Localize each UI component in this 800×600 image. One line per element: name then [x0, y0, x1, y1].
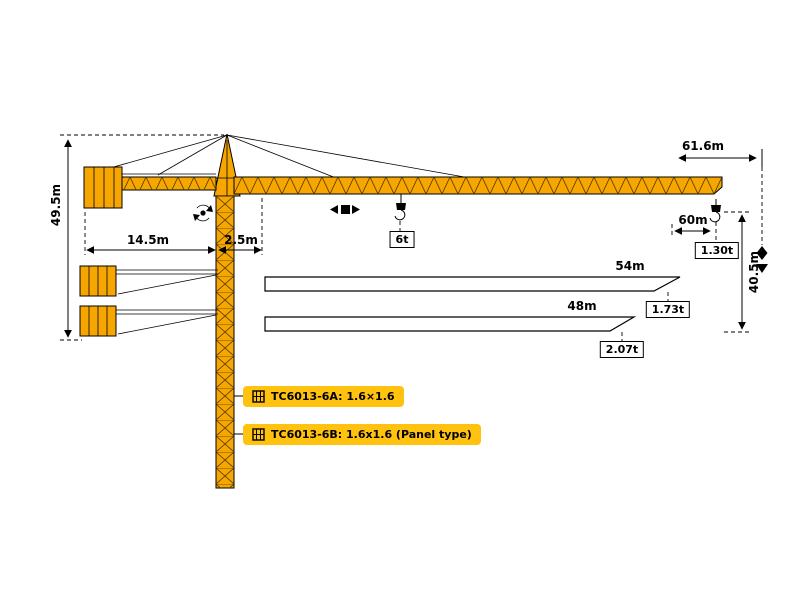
hook-tip-icon — [709, 199, 721, 223]
jib-54-outline — [264, 276, 681, 292]
hook-6t-icon — [394, 194, 406, 221]
counter-jib — [83, 166, 217, 209]
jib-48-outline — [264, 316, 637, 332]
tower-height-label: 49.5m — [49, 183, 63, 227]
badge-leader-lines — [234, 395, 243, 435]
trolley-direction-icon — [330, 205, 360, 214]
counterweight-blocks — [83, 166, 123, 209]
tip-load-48m-badge: 2.07t — [599, 341, 645, 359]
dimension-lines — [64, 139, 763, 338]
extension-lines — [60, 134, 763, 341]
tip-radius-label: 60m — [678, 213, 708, 227]
tip-load-60m-badge: 1.30t — [694, 242, 740, 260]
jib-root-offset-label: 2.5m — [224, 233, 258, 247]
slewing-icon — [193, 204, 213, 222]
hook-travel-label: 40.5m — [747, 250, 761, 294]
model-b-label: TC6013-6B: 1.6x1.6 (Panel type) — [271, 428, 472, 441]
suspension-cables — [95, 134, 471, 179]
counter-jib-length-label: 14.5m — [126, 233, 170, 247]
jib-48-label: 48m — [567, 299, 597, 313]
mast-section-icon — [252, 390, 265, 403]
hook-travel-icon — [756, 246, 768, 273]
main-jib — [233, 176, 723, 195]
mast-section-icon — [252, 428, 265, 441]
tower-mast — [215, 195, 235, 489]
counterweight-option-48 — [79, 305, 218, 337]
model-badge-b: TC6013-6B: 1.6x1.6 (Panel type) — [243, 424, 481, 445]
model-a-label: TC6013-6A: 1.6×1.6 — [271, 390, 395, 403]
model-badge-a: TC6013-6A: 1.6×1.6 — [243, 386, 404, 407]
jib-54-label: 54m — [615, 259, 645, 273]
tip-load-54m-badge: 1.73t — [645, 301, 691, 319]
jib-length-label: 61.6m — [681, 139, 725, 153]
max-load-badge: 6t — [389, 231, 415, 249]
counterweight-option-54 — [79, 265, 218, 297]
